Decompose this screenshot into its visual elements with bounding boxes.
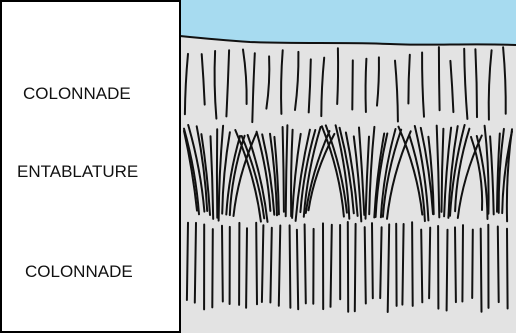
lower-colonnade-joint — [212, 229, 213, 307]
lower-colonnade-joint — [297, 230, 298, 310]
lower-colonnade-joint — [421, 230, 422, 303]
lava-flow-panel — [180, 0, 516, 333]
upper-colonnade-joint — [366, 59, 367, 112]
lower-colonnade-joint — [195, 223, 196, 303]
lower-colonnade-joint — [498, 227, 499, 303]
upper-colonnade-joint — [439, 47, 440, 110]
lower-colonnade-joint — [331, 225, 332, 307]
upper-colonnade-joint — [337, 48, 338, 104]
lower-colonnade-joint — [256, 223, 257, 304]
lower-colonnade-joint — [187, 223, 188, 300]
lower-colonnade-joint — [380, 227, 381, 298]
lower-colonnade-joint — [270, 228, 271, 303]
lower-colonnade-joint — [462, 225, 463, 301]
lower-colonnade-joint — [412, 222, 413, 306]
lower-colonnade-joint — [246, 228, 247, 308]
lower-colonnade-label: COLONNADE — [25, 262, 133, 281]
entablature-label: ENTABLATURE — [17, 162, 138, 181]
lower-colonnade-joint — [365, 227, 366, 303]
lower-colonnade-joint — [355, 224, 356, 311]
lower-colonnade-joint — [290, 225, 291, 307]
lower-colonnade-joint — [222, 226, 223, 302]
lower-colonnade-joint — [455, 227, 456, 302]
lower-colonnade-joint — [402, 224, 403, 305]
lower-colonnade-joint — [481, 229, 482, 312]
lower-colonnade-joint — [429, 228, 430, 299]
lower-colonnade-joint — [305, 224, 306, 303]
lower-colonnade-joint — [472, 230, 473, 298]
lower-colonnade-joint — [507, 229, 508, 309]
lower-colonnade-joint — [447, 230, 448, 311]
lower-colonnade-joint — [372, 223, 373, 298]
sky-band — [180, 0, 516, 45]
upper-colonnade-joint — [352, 60, 353, 109]
upper-colonnade-label: COLONNADE — [23, 84, 131, 103]
